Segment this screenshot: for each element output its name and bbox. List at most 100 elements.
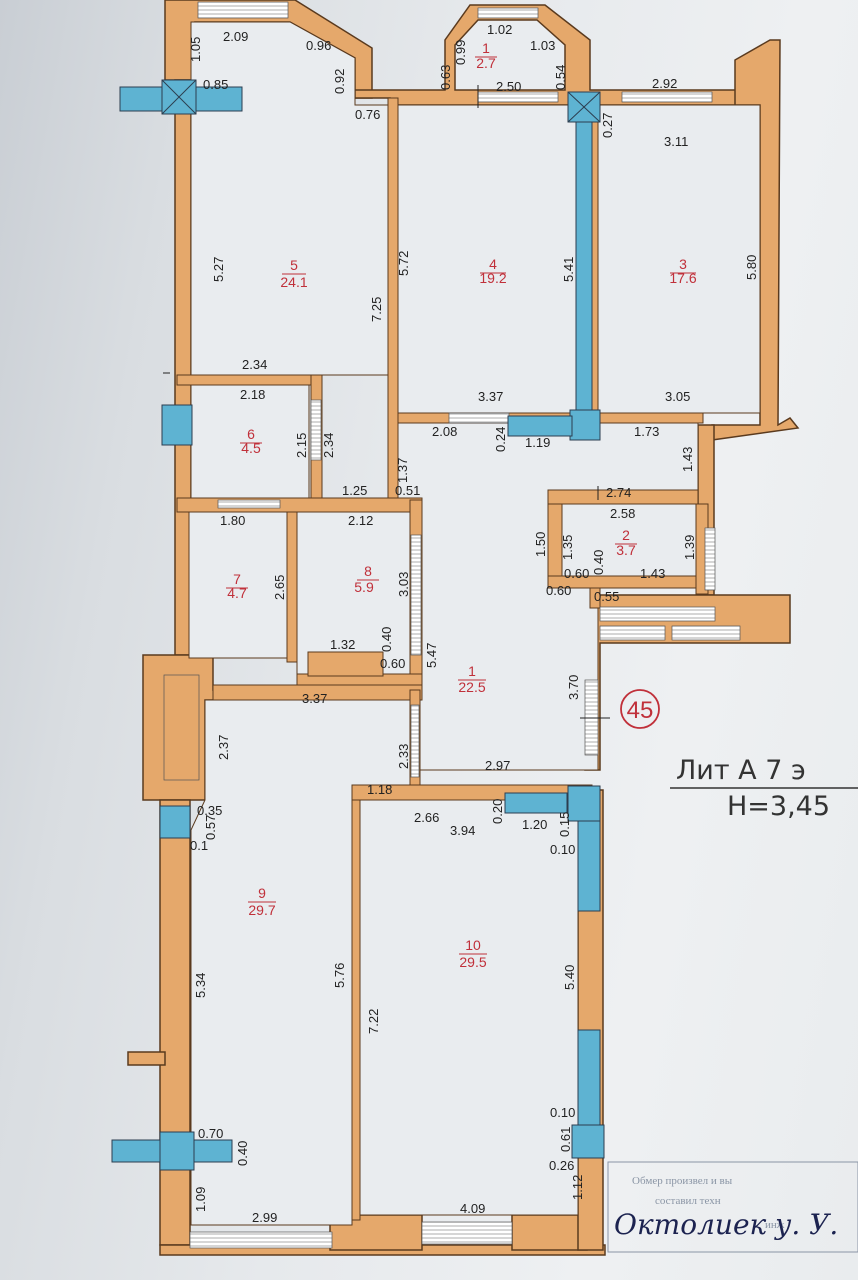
dim: 5.47	[424, 643, 439, 668]
dim: 0.51	[395, 483, 420, 498]
dim: 1.25	[342, 483, 367, 498]
svg-text:7: 7	[233, 571, 241, 587]
svg-text:4.7: 4.7	[227, 585, 247, 601]
signature: Октолиек у. У.	[614, 1208, 838, 1241]
dim: 1.19	[525, 435, 550, 450]
dim: 2.74	[606, 485, 631, 500]
dim: 0.85	[203, 77, 228, 92]
dim: 3.70	[566, 675, 581, 700]
dim: 2.08	[432, 424, 457, 439]
dim: 2.18	[240, 387, 265, 402]
apartment-number-badge: 45	[620, 689, 660, 729]
svg-text:6: 6	[247, 426, 255, 442]
dim: 1.20	[522, 817, 547, 832]
svg-text:4.5: 4.5	[241, 440, 261, 456]
dim: 0.24	[493, 427, 508, 452]
dim: 3.37	[478, 389, 503, 404]
dim: 2.09	[223, 29, 248, 44]
dim: 1.50	[533, 532, 548, 557]
room-4-floor	[397, 104, 586, 414]
dim: 2.99	[252, 1210, 277, 1225]
dim: 3.11	[664, 134, 688, 149]
dim: 0.55	[594, 589, 619, 604]
dim: 2.34	[321, 433, 336, 458]
dim: 0.40	[591, 550, 606, 575]
room-1-hall-label: 1 22.5	[458, 663, 486, 695]
dim: 1.37	[395, 458, 410, 483]
dim: 7.22	[366, 1009, 381, 1034]
dim: 0.26	[549, 1158, 574, 1173]
dim: 2.50	[496, 79, 521, 94]
dim: 4.09	[460, 1201, 485, 1216]
dim: 1.39	[682, 535, 697, 560]
room-floors	[188, 21, 761, 1226]
floor-title: Лит А 7 э	[676, 755, 806, 786]
ceiling-height: H=3,45	[727, 791, 830, 822]
dim: 1.02	[487, 22, 512, 37]
dim: 1.35	[560, 535, 575, 560]
dim: 0.63	[438, 65, 453, 90]
dim: 1.43	[680, 447, 695, 472]
dim: 1.43	[640, 566, 665, 581]
room-3-label: 3 17.6	[669, 256, 696, 286]
dimension-labels: 2.09 1.05 0.96 0.92 0.85 0.76 1.02 0.99 …	[188, 22, 759, 1225]
svg-text:3.7: 3.7	[616, 542, 636, 558]
room-9-label: 9 29.7	[248, 885, 276, 918]
room-1-bay-label: 1 2.7	[475, 40, 497, 71]
dim: 5.34	[193, 973, 208, 998]
room-10-floor	[359, 799, 579, 1216]
room-6-floor	[190, 384, 310, 499]
dim: 2.37	[216, 735, 231, 760]
dim: 0.96	[306, 38, 331, 53]
dim: 0.1	[190, 838, 208, 853]
dim: 5.40	[562, 965, 577, 990]
dim: 3.94	[450, 823, 475, 838]
dim: 1.03	[530, 38, 555, 53]
dim: 0.54	[553, 65, 568, 90]
dim: 2.58	[610, 506, 635, 521]
dim: 1.09	[193, 1187, 208, 1212]
svg-text:инж: инж	[765, 1219, 785, 1231]
svg-text:составил техн: составил техн	[655, 1195, 721, 1207]
room-2-label: 2 3.7	[615, 527, 637, 558]
svg-text:17.6: 17.6	[669, 270, 696, 286]
dim: 0.92	[332, 69, 347, 94]
svg-text:3: 3	[679, 256, 687, 272]
svg-text:45: 45	[627, 697, 654, 724]
dim: 0.35	[197, 803, 222, 818]
dim: 1.73	[634, 424, 659, 439]
svg-text:9: 9	[258, 885, 266, 901]
dim: 1.12	[570, 1175, 585, 1200]
vent-shafts	[111, 79, 605, 1171]
room-labels: 5 24.1 4 19.2 3 17.6 1 2.7 6 4.5 7 4.7	[226, 40, 697, 970]
svg-text:1: 1	[468, 663, 476, 679]
svg-text:2: 2	[622, 527, 630, 543]
svg-text:29.5: 29.5	[459, 954, 486, 970]
svg-text:1: 1	[482, 40, 490, 56]
dim: 0.10	[550, 842, 575, 857]
svg-text:8: 8	[364, 563, 372, 579]
svg-text:5.9: 5.9	[354, 579, 374, 595]
dim: 3.05	[665, 389, 690, 404]
svg-text:24.1: 24.1	[280, 274, 307, 290]
room-7-floor	[188, 511, 288, 659]
room-8-label: 8 5.9	[354, 563, 379, 595]
dim: 0.40	[235, 1141, 250, 1166]
dim: 2.12	[348, 513, 373, 528]
room-5-label: 5 24.1	[280, 257, 307, 290]
dim: 1.05	[188, 37, 203, 62]
dim: 0.40	[379, 627, 394, 652]
dim: 2.97	[485, 758, 510, 773]
svg-text:10: 10	[465, 937, 481, 953]
dim: 0.61	[558, 1127, 573, 1152]
svg-text:5: 5	[290, 257, 298, 273]
room-10-label: 10 29.5	[459, 937, 487, 970]
dim: 2.33	[396, 744, 411, 769]
dim: 0.76	[355, 107, 380, 122]
room-8-floor	[296, 511, 411, 675]
dim: 1.80	[220, 513, 245, 528]
dim: 3.03	[396, 572, 411, 597]
dim: 2.34	[242, 357, 267, 372]
dim: 1.18	[367, 782, 392, 797]
